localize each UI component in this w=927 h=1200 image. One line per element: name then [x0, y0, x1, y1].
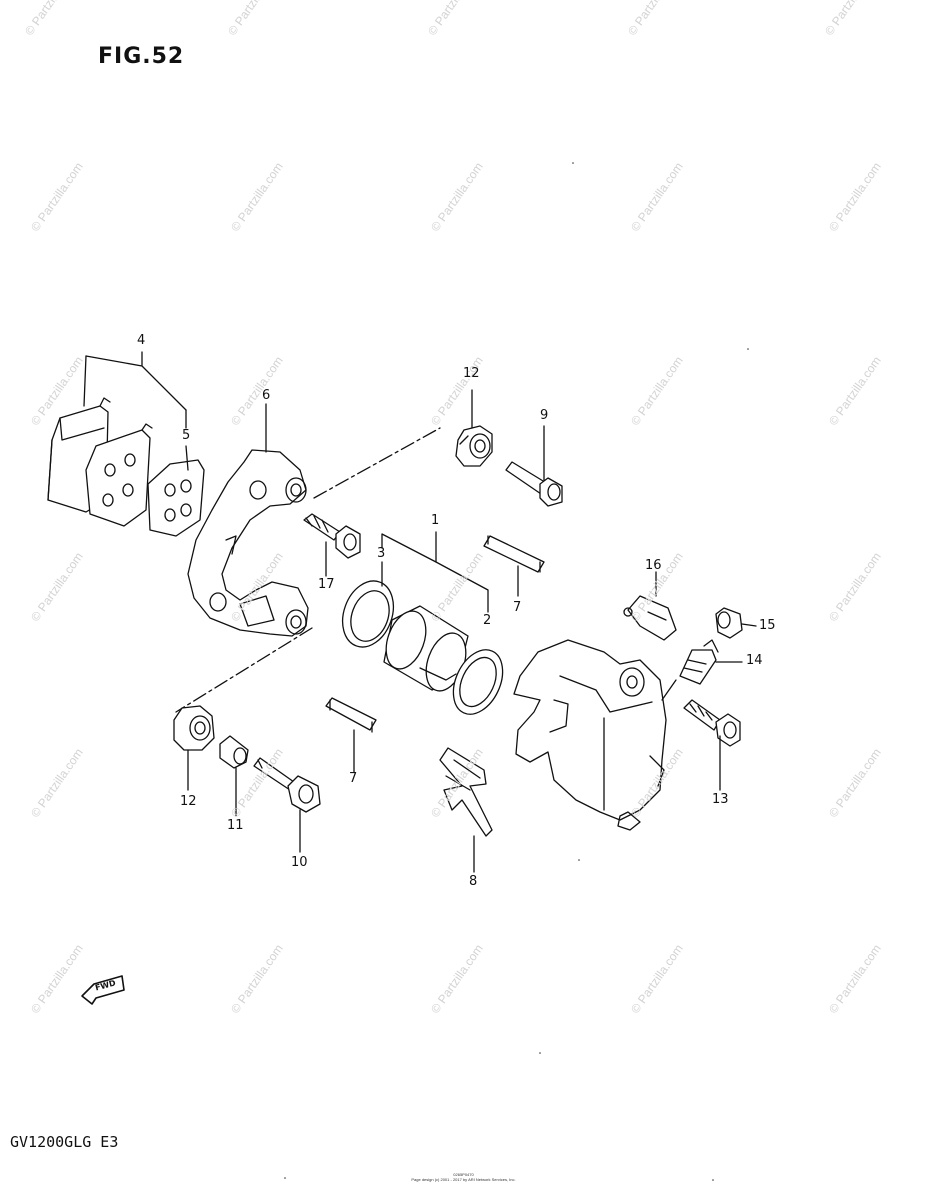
bolt-part-17 — [303, 513, 361, 559]
figure-title: FIG.52 — [98, 44, 185, 69]
caliper-bracket-part-6 — [187, 449, 309, 637]
model-code: GV1200GLG E3 — [10, 1133, 119, 1151]
callout-4: 4 — [137, 333, 146, 348]
footer-reference: 0265P0470 — [453, 1172, 474, 1177]
callout-17: 17 — [318, 577, 335, 592]
sleeve-part-9 — [505, 461, 563, 507]
pad-spring-part-7-lower — [325, 697, 377, 733]
callout-7-lower: 7 — [349, 771, 358, 786]
callout-1: 1 — [431, 513, 440, 528]
callout-10: 10 — [291, 855, 308, 870]
callout-13: 13 — [712, 792, 729, 807]
sleeve-part-11 — [219, 735, 249, 769]
callout-7-upper: 7 — [513, 600, 522, 615]
brake-pad-part-5 — [85, 423, 205, 537]
anti-rattle-spring-part-8 — [439, 747, 493, 837]
callout-3: 3 — [377, 546, 386, 561]
bleeder-cap-part-15 — [715, 607, 743, 639]
callout-2: 2 — [483, 613, 492, 628]
footer-copyright: Page design (c) 2001 - 2017 by ARI Netwo… — [411, 1177, 516, 1182]
callout-5: 5 — [182, 428, 191, 443]
bleeder-valve-part-14 — [679, 639, 719, 685]
boot-part-12-lower — [173, 705, 215, 751]
caliper-body — [513, 639, 667, 831]
seal-ring-part-3 — [341, 580, 395, 648]
callout-9: 9 — [540, 408, 549, 423]
callout-14: 14 — [746, 653, 763, 668]
callout-11: 11 — [227, 818, 244, 833]
clip-part-16 — [623, 595, 677, 641]
callout-12-upper: 12 — [463, 366, 480, 381]
pin-part-10 — [253, 757, 321, 813]
callout-12-lower: 12 — [180, 794, 197, 809]
fwd-arrow-icon — [81, 975, 125, 1005]
bolt-part-13 — [683, 699, 741, 747]
callout-15: 15 — [759, 618, 776, 633]
dust-seal-part-2 — [452, 649, 504, 715]
callout-16: 16 — [645, 558, 662, 573]
callout-8: 8 — [469, 874, 478, 889]
pad-spring-part-7-upper — [483, 535, 545, 573]
boot-part-12-upper — [455, 425, 493, 467]
callout-6: 6 — [262, 388, 271, 403]
